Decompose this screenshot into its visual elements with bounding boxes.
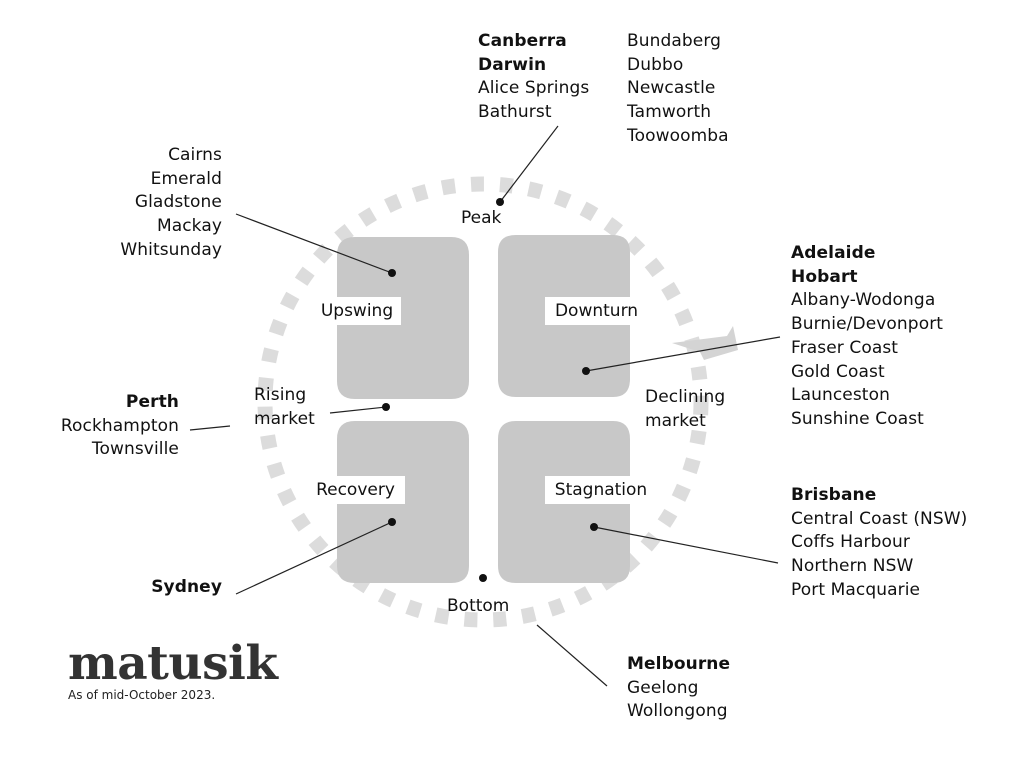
marker-rising-line1: Rising bbox=[254, 385, 307, 405]
city-rising-0: Perth bbox=[125, 392, 179, 412]
city-rising-2: Townsville bbox=[91, 439, 179, 460]
marker-declining-line1: Declining bbox=[645, 387, 726, 407]
connector-bottom bbox=[536, 624, 608, 687]
city-bottom-1: Geelong bbox=[627, 677, 699, 698]
city-upswing-2: Gladstone bbox=[134, 192, 222, 213]
city-peak-col2-4: Toowoomba bbox=[627, 125, 729, 146]
brand-logo: matusik bbox=[68, 636, 278, 691]
dot-bottom bbox=[479, 574, 487, 582]
city-peak-col1-0: Canberra bbox=[478, 31, 567, 51]
connector-recovery bbox=[235, 521, 393, 595]
city-downturn-6: Launceston bbox=[791, 385, 890, 406]
arrow-shape bbox=[672, 326, 738, 360]
city-downturn-2: Albany-Wodonga bbox=[791, 290, 936, 311]
dot-upswing bbox=[388, 269, 396, 277]
city-bottom-2: Wollongong bbox=[627, 701, 728, 722]
city-peak-col1-3: Bathurst bbox=[478, 102, 552, 123]
city-downturn-0: Adelaide bbox=[791, 243, 876, 263]
phase-label-recovery: Recovery bbox=[306, 476, 405, 504]
phase-label-stagnation: Stagnation bbox=[545, 476, 657, 504]
city-stagnation-2: Coffs Harbour bbox=[791, 532, 910, 553]
marker-rising-line2: market bbox=[254, 408, 315, 429]
city-downturn-5: Gold Coast bbox=[791, 361, 885, 382]
city-list-recovery: Sydney bbox=[151, 576, 222, 600]
city-peak-col2-3: Tamworth bbox=[627, 102, 712, 123]
city-stagnation-1: Central Coast (NSW) bbox=[791, 508, 968, 529]
city-downturn-7: Sunshine Coast bbox=[791, 408, 924, 429]
city-peak-col2-2: Newcastle bbox=[627, 78, 716, 99]
dot-peak bbox=[496, 198, 504, 206]
phase-label-downturn: Downturn bbox=[545, 297, 648, 325]
city-upswing-3: Mackay bbox=[156, 216, 222, 237]
marker-bottom: Bottom bbox=[447, 596, 510, 616]
city-downturn-1: Hobart bbox=[791, 266, 858, 287]
connector-peak bbox=[499, 125, 559, 203]
as-of-note: As of mid-October 2023. bbox=[68, 688, 216, 702]
city-peak-col1-1: Darwin bbox=[478, 54, 547, 75]
city-bottom-0: Melbourne bbox=[627, 654, 731, 674]
connector-rising bbox=[329, 406, 387, 414]
city-stagnation-0: Brisbane bbox=[791, 485, 877, 505]
city-upswing-0: Cairns bbox=[168, 145, 222, 165]
city-peak-col1-2: Alice Springs bbox=[478, 78, 590, 99]
dot-recovery bbox=[388, 518, 396, 526]
city-downturn-4: Fraser Coast bbox=[791, 337, 899, 358]
city-recovery-0: Sydney bbox=[151, 577, 222, 597]
phase-label-upswing: Upswing bbox=[313, 297, 401, 325]
city-stagnation-4: Port Macquarie bbox=[791, 579, 921, 600]
city-peak-col2-0: Bundaberg bbox=[627, 31, 722, 51]
city-upswing-4: Whitsunday bbox=[120, 239, 222, 260]
city-stagnation-3: Northern NSW bbox=[791, 556, 914, 577]
dot-downturn bbox=[582, 367, 590, 375]
city-peak-col2-1: Dubbo bbox=[627, 54, 684, 75]
marker-declining-line2: market bbox=[645, 410, 706, 431]
marker-rising: Rising market bbox=[254, 384, 315, 431]
dot-rising bbox=[382, 403, 390, 411]
city-upswing-1: Emerald bbox=[150, 168, 222, 189]
connector-upswing bbox=[235, 213, 393, 274]
connector-rising-list bbox=[189, 425, 231, 431]
connector-stagnation bbox=[593, 526, 779, 564]
dot-stagnation bbox=[590, 523, 598, 531]
marker-peak: Peak bbox=[461, 208, 502, 228]
marker-declining: Declining market bbox=[645, 386, 725, 433]
quadrant-upswing bbox=[337, 237, 469, 399]
city-rising-1: Rockhampton bbox=[60, 415, 179, 436]
city-downturn-3: Burnie/Devonport bbox=[791, 314, 944, 335]
dashed-ring bbox=[257, 176, 709, 628]
connector-downturn bbox=[585, 336, 781, 372]
